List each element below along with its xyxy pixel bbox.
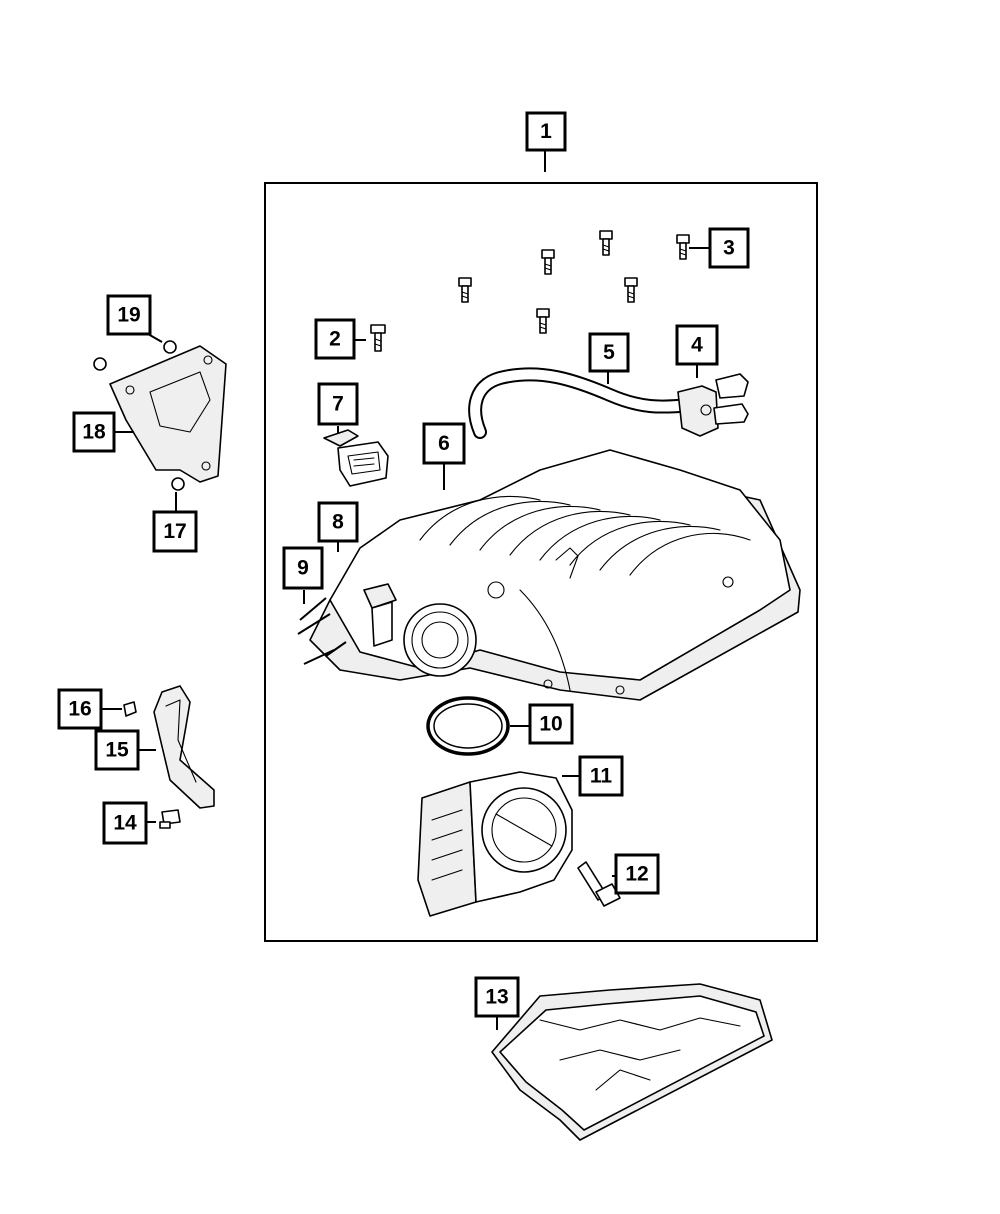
callout-label-16: 16: [68, 698, 91, 721]
bolt-3-c: [676, 234, 690, 260]
leader-lines: [101, 150, 710, 1030]
callout-15: 15: [94, 729, 140, 771]
callout-4: 4: [675, 324, 719, 366]
callout-label-8: 8: [332, 511, 344, 534]
callout-13: 13: [474, 976, 520, 1018]
callout-label-1: 1: [540, 120, 552, 143]
support-bracket: [109, 345, 227, 483]
vacuum-hose: [468, 367, 697, 439]
bracket-bolt: [159, 809, 181, 829]
callout-label-17: 17: [163, 520, 186, 543]
callout-label-3: 3: [723, 237, 735, 260]
map-sensor: [323, 429, 389, 487]
callout-label-2: 2: [329, 328, 341, 351]
callout-label-13: 13: [485, 986, 508, 1009]
callout-18: 18: [72, 411, 116, 453]
callout-label-6: 6: [438, 432, 450, 455]
callout-14: 14: [102, 801, 148, 845]
bracket-nut-b: [93, 357, 107, 371]
callout-label-14: 14: [113, 812, 137, 835]
callout-19: 19: [106, 294, 152, 336]
callout-10: 10: [528, 703, 574, 745]
callout-label-9: 9: [297, 557, 309, 580]
callout-17: 17: [152, 510, 198, 553]
callout-9: 9: [282, 546, 324, 590]
bolt-3-e: [624, 277, 638, 303]
bracket-nut-small: [123, 701, 137, 717]
callout-label-5: 5: [603, 341, 615, 364]
bolt-group: [458, 230, 690, 334]
callout-label-11: 11: [590, 765, 613, 788]
bracket-nut-c: [171, 477, 185, 491]
callout-12: 12: [614, 853, 660, 895]
temp-sensor: [363, 583, 397, 647]
callout-3: 3: [708, 227, 750, 269]
callout-11: 11: [578, 755, 624, 797]
callout-16: 16: [57, 688, 103, 730]
callout-8: 8: [317, 501, 359, 543]
callout-5: 5: [588, 332, 630, 373]
manifold-studs: [297, 597, 347, 665]
throttle-bolt: [577, 861, 621, 907]
callout-label-10: 10: [539, 713, 562, 736]
callout-2: 2: [314, 318, 356, 360]
callout-1: 1: [525, 111, 567, 152]
callout-label-4: 4: [691, 334, 703, 357]
bolt-3-a: [541, 249, 555, 275]
bracket-nut-a: [163, 340, 177, 354]
callout-label-15: 15: [105, 739, 129, 762]
callout-label-19: 19: [117, 304, 140, 327]
pcv-valve: [677, 373, 749, 437]
bolt-3-b: [599, 230, 613, 256]
throttle-bracket: [153, 685, 215, 809]
kit-boundary-box: [264, 182, 818, 942]
bolt-2: [370, 324, 386, 352]
intake-manifold: [309, 449, 801, 701]
throttle-body: [417, 771, 573, 917]
callout-6: 6: [422, 422, 466, 465]
callout-label-7: 7: [332, 393, 344, 416]
callout-7: 7: [317, 382, 359, 426]
callout-label-18: 18: [82, 421, 106, 444]
throttle-gasket: [426, 696, 510, 756]
callout-label-12: 12: [625, 863, 648, 886]
engine-cover: [491, 983, 773, 1141]
bolt-3-f: [536, 308, 550, 334]
bolt-3-d: [458, 277, 472, 303]
